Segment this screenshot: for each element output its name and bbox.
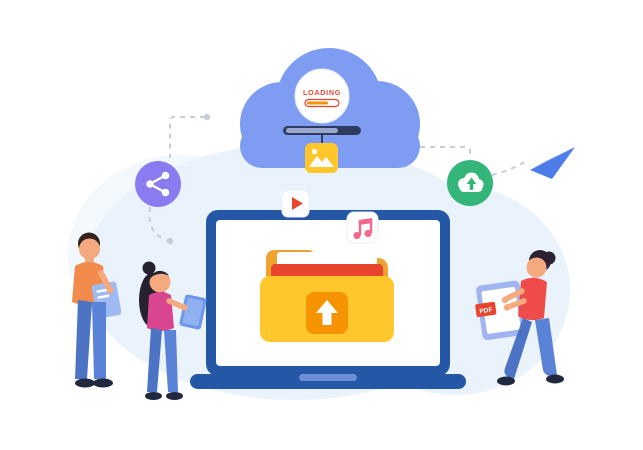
woman2-head [526,257,547,278]
woman-jeans [164,330,178,392]
connector-dot [166,237,174,245]
cloud-progress-slot [283,126,361,135]
tablet [179,294,207,330]
woman2-jeans [504,318,532,379]
folder-upload-icon [260,250,394,342]
woman-jeans [147,328,162,392]
laptop-base-notch [299,374,357,381]
upload-arrow-icon [316,300,338,325]
loading-badge: LOADING [294,68,350,124]
woman-shoe [145,392,162,400]
man-shoe [93,378,113,388]
woman2-jeans [535,318,557,376]
video-file-icon [281,189,310,218]
share-icon [135,161,181,207]
man-jeans [75,300,92,379]
woman2-shoe [497,376,515,386]
man-shoe [75,378,95,388]
woman-with-tablet [139,261,207,400]
pdf-badge [475,301,497,318]
man-head [79,238,100,260]
image-file-icon [305,135,338,173]
paper-plane-icon [530,147,575,179]
connector-dot [203,113,211,121]
man-with-clipboard [72,232,122,388]
woman-head [149,271,171,293]
woman2-top [518,277,547,321]
man-jeans [92,302,106,379]
woman-top [147,292,174,331]
woman-shoe [166,392,183,400]
dashed-connector-left [148,116,205,241]
laptop-base [190,374,466,389]
pdf-label: PDF [479,307,493,316]
loading-label: LOADING [303,88,341,97]
woman-carrying-pdf: PDF [475,250,564,386]
cloud-upload-icon [447,160,493,206]
woman2-shoe [546,374,564,384]
loading-progress-fill [307,101,328,105]
music-file-icon [346,211,379,244]
dashed-connector-right [410,146,529,176]
